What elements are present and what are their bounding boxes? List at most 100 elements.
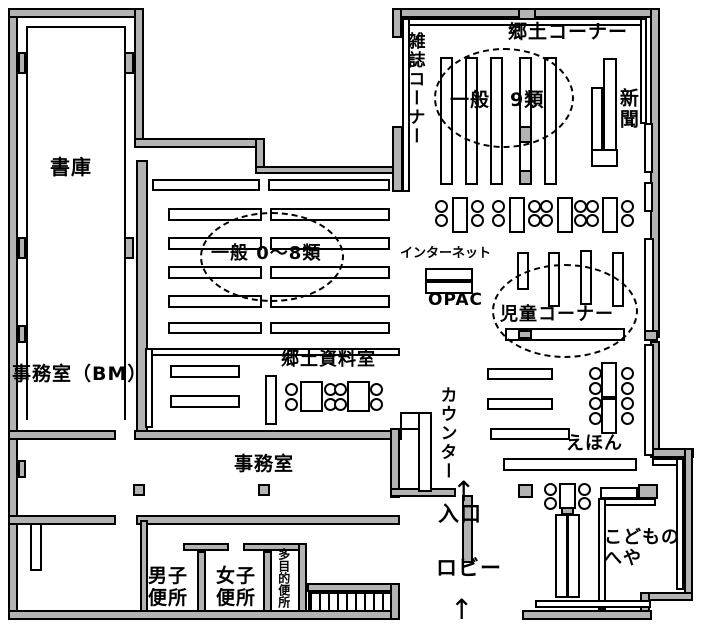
- label-office-bm: 事務室（BM）: [12, 363, 148, 385]
- bookshelf: [591, 149, 618, 167]
- wall: [183, 543, 229, 551]
- chair: [589, 397, 602, 410]
- chair: [586, 200, 599, 213]
- reading-table: [347, 381, 370, 412]
- inner-wall: [644, 344, 654, 456]
- label-children-room: こどもの へや: [604, 527, 680, 569]
- chair: [621, 200, 634, 213]
- wall: [263, 551, 272, 612]
- wall: [518, 484, 533, 498]
- gray-block: [519, 170, 532, 185]
- bookshelf: [168, 322, 262, 334]
- chair: [589, 367, 602, 380]
- wall: [133, 484, 145, 496]
- bookshelf: [265, 375, 277, 425]
- chair: [471, 200, 484, 213]
- bookshelf: [425, 268, 473, 281]
- chair: [334, 398, 347, 411]
- chair: [370, 383, 383, 396]
- label-general-0-8: 一般 0～8類: [211, 243, 322, 264]
- bookshelf: [503, 458, 637, 471]
- bookshelf: [487, 398, 553, 410]
- staircase: [308, 592, 392, 612]
- bookshelf: [490, 428, 570, 440]
- reading-table: [509, 197, 525, 233]
- bookshelf: [152, 179, 260, 191]
- inner-wall: [598, 498, 606, 610]
- chair: [285, 398, 298, 411]
- chair: [586, 214, 599, 227]
- bookshelf: [603, 58, 617, 153]
- room-inner-line: [26, 26, 126, 420]
- chair: [435, 200, 448, 213]
- bookshelf: [567, 514, 580, 598]
- chair: [544, 497, 557, 510]
- label-stack-room: 書庫: [50, 155, 92, 179]
- label-lobby: ロビー: [436, 556, 502, 580]
- zone-ellipse-general-0-8: [200, 212, 344, 302]
- bookshelf: [600, 487, 638, 499]
- wall: [18, 237, 26, 259]
- inner-wall: [644, 123, 653, 173]
- chair: [334, 383, 347, 396]
- chair: [578, 497, 591, 510]
- chair: [578, 483, 591, 496]
- bookshelf: [487, 368, 553, 380]
- wall: [307, 583, 399, 592]
- wall: [255, 166, 403, 174]
- chair: [544, 483, 557, 496]
- label-newspaper: 新聞: [616, 88, 639, 130]
- label-entrance: 入口: [438, 502, 482, 526]
- bookshelf: [170, 395, 240, 408]
- bookshelf: [591, 87, 603, 151]
- wall: [124, 52, 134, 74]
- wall: [134, 430, 402, 440]
- bookshelf: [425, 281, 473, 294]
- inner-wall: [30, 523, 42, 571]
- label-children-corner: 児童コーナー: [500, 304, 614, 325]
- wall: [8, 430, 116, 440]
- chair: [621, 397, 634, 410]
- wall: [18, 460, 26, 478]
- wall: [134, 138, 264, 148]
- label-counter: カウンター: [436, 386, 457, 481]
- bookshelf: [268, 179, 390, 191]
- label-internet: インターネット: [400, 246, 492, 261]
- bookshelf: [418, 412, 432, 492]
- wall: [258, 484, 270, 496]
- lobby-arrow-icon: ↑: [450, 593, 474, 626]
- wall: [638, 484, 658, 499]
- inner-wall: [644, 182, 653, 212]
- chair: [540, 200, 553, 213]
- inner-wall: [145, 348, 153, 428]
- wall: [8, 8, 144, 18]
- wall: [8, 515, 116, 525]
- inner-wall: [598, 498, 656, 506]
- label-mens-toilet: 男子 便所: [148, 565, 189, 609]
- label-opac: OPAC: [428, 290, 483, 310]
- wall: [140, 520, 148, 612]
- wall: [684, 448, 693, 600]
- wall: [462, 495, 473, 563]
- reading-table: [300, 381, 323, 412]
- wall: [18, 52, 26, 74]
- zone-ellipse-general-9: [434, 48, 574, 148]
- wall: [522, 610, 652, 620]
- label-womens-toilet: 女子 便所: [216, 565, 257, 609]
- chair: [435, 214, 448, 227]
- entrance-arrow-icon: ↑: [452, 475, 476, 508]
- reading-table: [559, 483, 576, 509]
- reading-table: [602, 197, 618, 233]
- zone-ellipse-children-corner: [492, 264, 638, 358]
- chair: [370, 398, 383, 411]
- inner-wall: [644, 238, 654, 332]
- chair: [589, 412, 602, 425]
- wall: [136, 515, 400, 525]
- reading-table: [557, 197, 573, 233]
- label-local-materials-room: 郷土資料室: [281, 349, 376, 370]
- label-picture-books: えほん: [566, 433, 623, 454]
- label-multipurpose-toilet: 多目的便所: [276, 548, 291, 608]
- inner-wall: [676, 458, 684, 590]
- wall: [392, 8, 402, 38]
